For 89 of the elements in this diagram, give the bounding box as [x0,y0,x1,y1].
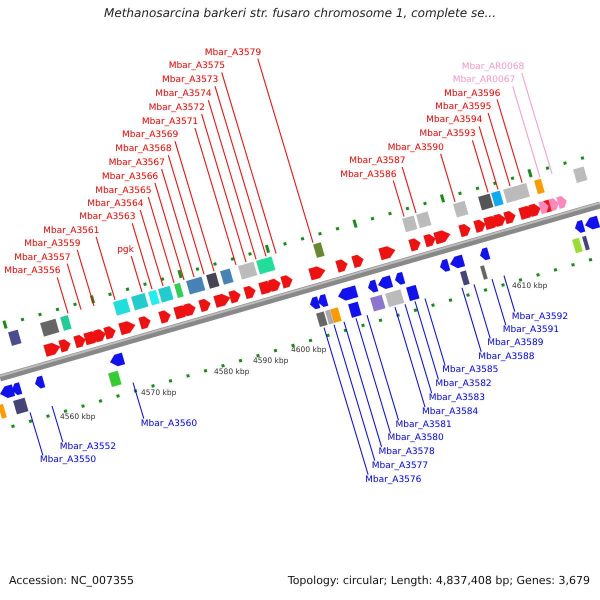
leader-line [52,406,64,442]
leader-line [214,86,266,257]
leader-line [504,275,516,312]
gene-label: Mbar_A3582 [435,379,492,390]
leader-line [404,304,432,394]
leader-line [414,300,439,380]
gene-label: Mbar_A3584 [422,407,478,418]
gene-label: Mbar_A3591 [502,325,560,336]
leader-line [221,72,276,254]
gene-label: Mbar_A3560 [140,418,198,430]
gene-label: Mbar_A3595 [435,102,492,113]
accession-text: Accession: NC_007355 [9,574,134,587]
leader-line [194,127,236,266]
leader-line [154,182,184,280]
leader-line [168,154,204,275]
leader-line [478,126,498,190]
gene-label: Mbar_A3568 [115,144,172,156]
gene-label: Mbar_A3559 [24,238,80,250]
leader-line [30,412,44,456]
gene-label: Mbar_A3563 [79,212,136,224]
gene-label: Mbar_A3556 [4,266,60,278]
gene-label: Mbar_A3596 [444,88,500,100]
gene-label: Mbar_A3574 [155,89,212,100]
gene-label: Mbar_A3587 [349,156,406,168]
leader-line [356,318,391,434]
leader-line [96,236,116,300]
leader-line [140,210,164,286]
leader-line [257,58,314,244]
leader-line [66,263,82,310]
gene-label: Mbar_A3575 [168,61,225,72]
leader-line [366,314,399,421]
leader-line [130,256,142,293]
leader-line [492,278,506,326]
gene-label: Mbar_A3580 [388,433,444,444]
gene-label: Mbar_A3557 [14,252,70,264]
gene-label: Mbar_A3585 [442,365,498,376]
leader-line [512,86,540,178]
leader-line [521,72,552,174]
leader-line [392,180,404,218]
leader-line [496,99,522,183]
gene-label: Mbar_AR0067 [452,75,516,86]
leader-line [132,382,144,420]
gene-label: Mbar_A3592 [512,312,568,323]
leader-line [208,100,256,260]
leader-line [56,276,68,314]
gene-label: Mbar_A3578 [378,446,435,458]
leader-line [132,222,152,290]
leader-line [174,140,214,272]
gene-label: Mbar_A3572 [148,103,205,114]
gene-label: Mbar_A3573 [162,75,218,86]
leader-line [161,168,194,278]
gene-label: Mbar_A3579 [204,48,262,59]
map-title: Methanosarcina barkeri str. fusaro chromosome 1, complete se... [102,6,498,20]
leader-line [424,298,446,366]
gene-label: Mbar_A3588 [478,352,534,363]
gene-label: pgk [117,245,134,256]
gene-label: Mbar_A3577 [372,460,428,472]
gene-label: Mbar_A3565 [95,186,152,197]
gene-label: Mbar_A3569 [122,130,178,142]
gene-label: Mbar_A3590 [388,142,444,154]
gene-label: Mbar_A3561 [43,226,100,237]
leader-line [394,306,426,408]
leader-line [474,284,491,339]
leader-line [440,153,456,202]
leader-line [462,287,482,352]
gene-label: Mbar_A3566 [102,172,158,183]
leader-line [148,196,174,284]
gene-label: Mbar_A3564 [87,199,144,210]
gene-label: Mbar_A3589 [487,338,544,350]
gene-label: Mbar_A3576 [365,474,422,486]
leader-line [402,166,416,214]
gene-label: Mbar_A3581 [396,420,452,432]
gene-label: Mbar_A3583 [428,393,485,404]
gene-label: Mbar_A3571 [142,116,198,128]
leader-line [344,321,382,448]
gene-label: Mbar_A3550 [40,455,96,466]
genome-summary-text: Topology: circular; Length: 4,837,408 bp; Genes: 3,679 [288,574,590,587]
gene-label: Mbar_A3586 [340,170,396,181]
leader-line [472,140,488,193]
leader-line [201,114,246,263]
gene-label: Mbar_A3552 [60,442,116,453]
leader-line [324,327,369,476]
leader-line [76,249,94,306]
leader-line [334,324,376,462]
gene-label: Mbar_A3593 [419,129,476,140]
leader-line [488,112,510,186]
gene-label: Mbar_A3567 [108,158,165,170]
gene-label: Mbar_AR0068 [462,62,524,73]
gene-label: Mbar_A3594 [426,115,482,126]
